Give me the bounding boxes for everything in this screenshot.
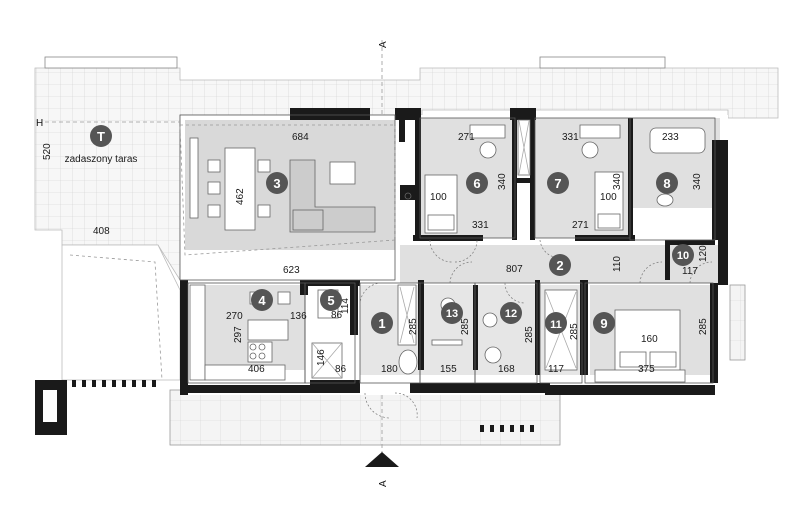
room-badge-11: 11 (550, 319, 562, 331)
room-badge-4: 4 (258, 293, 266, 308)
dim-terrace-height: 520 (42, 143, 53, 160)
dim-room5-a: 86 (331, 310, 343, 321)
room-badges: 1 2 3 4 5 6 7 8 9 10 11 12 13 (251, 172, 694, 334)
dim-kitchen-bottom: 406 (248, 364, 265, 375)
room-badge-6: 6 (473, 176, 480, 191)
dim-room11-height: 285 (569, 323, 580, 340)
dimension-labels: 520 408 684 462 623 270 297 136 406 86 1… (42, 132, 709, 375)
dim-living-width: 684 (292, 132, 309, 143)
dim-room10-w: 117 (682, 266, 698, 277)
dim-room7-width: 331 (562, 132, 579, 143)
dim-room10-h: 120 (698, 245, 709, 262)
section-mark-top: A (378, 41, 389, 48)
room-outlines (179, 114, 716, 384)
dim-terrace-width: 408 (93, 226, 110, 237)
dim-kitchen-island: 136 (290, 311, 307, 322)
dim-room9-bed: 160 (641, 334, 658, 345)
dim-room6-bed: 100 (430, 192, 447, 203)
dim-corridor-width: 807 (506, 264, 523, 275)
room-badge-9: 9 (600, 316, 607, 331)
dim-room9-width: 375 (638, 364, 655, 375)
room-badge-7: 7 (554, 176, 561, 191)
dim-room12-width: 168 (498, 364, 515, 375)
room-badge-13: 13 (446, 308, 458, 320)
terrace-badge: T (97, 129, 105, 144)
room-badge-10: 10 (677, 250, 689, 262)
dim-living-bottom: 623 (283, 265, 300, 276)
dim-room11-width: 117 (548, 364, 564, 375)
dim-hall-width: 180 (381, 364, 398, 375)
dim-kitchen-depth: 297 (233, 326, 244, 343)
terrace-marker: T zadaszony taras (65, 125, 138, 165)
dim-room8-width: 233 (662, 132, 679, 143)
dim-room5-b: 114 (340, 298, 351, 314)
dim-room9-height: 285 (698, 318, 709, 335)
dim-room6-height: 340 (497, 173, 508, 190)
pergola (35, 380, 534, 435)
dim-corridor-depth: 110 (612, 256, 623, 272)
dim-room7-bed: 100 (600, 192, 617, 203)
dim-room7-bottom: 271 (572, 220, 589, 231)
walls (180, 108, 728, 395)
room-badge-8: 8 (663, 176, 670, 191)
dim-room13-height: 285 (460, 318, 471, 335)
dim-room5-c: 146 (316, 349, 327, 366)
dim-room5-d: 86 (335, 364, 347, 375)
dim-living-depth: 462 (235, 188, 246, 205)
bedroom-furniture (424, 124, 706, 383)
dim-room7-height: 340 (612, 173, 623, 190)
side-mark-h: H (36, 118, 43, 129)
room-badge-1: 1 (378, 316, 385, 331)
dim-kitchen-width: 270 (226, 311, 243, 322)
kitchen-furniture (189, 284, 291, 381)
dim-room6-width: 271 (458, 132, 475, 143)
section-mark-bottom: A (378, 480, 389, 487)
dim-room6-bottom: 331 (472, 220, 489, 231)
room-badge-2: 2 (556, 258, 563, 273)
dim-room13-width: 155 (440, 364, 457, 375)
dim-room12-height: 285 (524, 326, 535, 343)
section-markers: A A H (36, 40, 399, 487)
room-badge-12: 12 (505, 308, 517, 320)
dim-hall-height: 285 (408, 318, 419, 335)
room-badge-3: 3 (273, 176, 280, 191)
terrace-label: zadaszony taras (65, 154, 138, 165)
section-arrow-bottom (365, 452, 399, 467)
door-swings (359, 239, 713, 419)
living-furniture (189, 137, 376, 233)
dim-room8-height: 340 (692, 173, 703, 190)
room-badge-5: 5 (327, 293, 334, 308)
